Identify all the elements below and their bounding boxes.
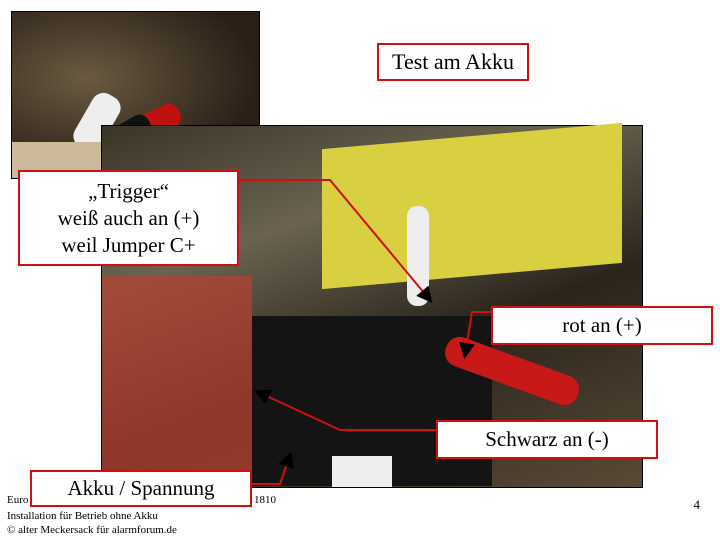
callout-trigger-line: weil Jumper C+ <box>61 233 196 257</box>
footer-line-1-end: 1810 <box>254 494 276 506</box>
slide-title: Test am Akku <box>377 43 529 81</box>
callout-trigger-line: weiß auch an (+) <box>57 206 200 230</box>
callout-schwarz: Schwarz an (-) <box>436 420 658 459</box>
callout-akku: Akku / Spannung <box>30 470 252 507</box>
footer-line-1: Euro 1810 <box>7 494 276 507</box>
callout-rot: rot an (+) <box>491 306 713 345</box>
callout-trigger-line: „Trigger“ <box>88 179 169 203</box>
callout-trigger: „Trigger“ weiß auch an (+) weil Jumper C… <box>18 170 239 266</box>
footer-line-1-start: Euro <box>7 494 29 506</box>
page-number: 4 <box>693 497 701 512</box>
footer-line-3: © alter Meckersack für alarmforum.de <box>7 524 177 536</box>
footer-line-2: Installation für Betrieb ohne Akku <box>7 510 158 522</box>
